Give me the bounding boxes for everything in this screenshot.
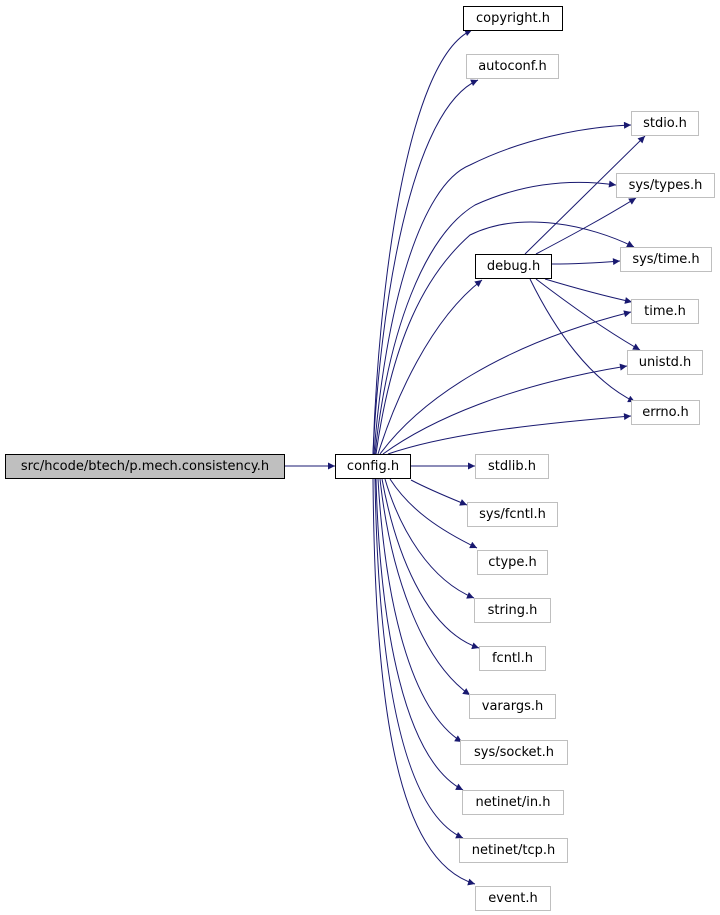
edge-config-to-debug xyxy=(377,279,483,455)
edge-debug-to-systime xyxy=(551,258,621,266)
node-stdio: stdio.h xyxy=(631,111,699,136)
edge-debug-to-time xyxy=(544,278,633,304)
edge-config-to-fcntl xyxy=(381,478,480,650)
node-ctype: ctype.h xyxy=(477,550,548,575)
node-syssocket: sys/socket.h xyxy=(460,740,568,765)
edge-debug-to-unistd xyxy=(535,278,641,351)
node-root: src/hcode/btech/p.mech.consistency.h xyxy=(5,454,285,479)
edge-config-to-autoconf xyxy=(372,79,479,455)
node-config[interactable]: config.h xyxy=(335,454,411,479)
node-fcntl: fcntl.h xyxy=(479,646,546,671)
node-unistd: unistd.h xyxy=(627,350,703,375)
edge-config-to-errno xyxy=(387,413,632,455)
edge-config-to-netinetin xyxy=(375,478,464,791)
node-systime: sys/time.h xyxy=(620,247,712,272)
node-errno: errno.h xyxy=(631,400,700,425)
node-autoconf: autoconf.h xyxy=(466,54,559,79)
node-stdlib: stdlib.h xyxy=(475,454,549,479)
edge-config-to-stdio xyxy=(373,121,632,455)
node-copyright[interactable]: copyright.h xyxy=(463,6,563,31)
edge-debug-to-stdio xyxy=(524,135,646,255)
node-varargs: varargs.h xyxy=(469,694,556,719)
edge-debug-to-systypes xyxy=(535,197,637,255)
edge-debug-to-errno xyxy=(529,278,636,403)
node-debug[interactable]: debug.h xyxy=(475,254,552,279)
edge-config-to-systypes xyxy=(374,180,617,455)
edge-config-to-varargs xyxy=(379,478,471,696)
node-string: string.h xyxy=(474,598,551,623)
node-time: time.h xyxy=(631,299,699,324)
edge-config-to-sysfcntl xyxy=(410,479,468,506)
edge-config-to-syssocket xyxy=(377,478,463,743)
node-netinettcp: netinet/tcp.h xyxy=(459,838,568,863)
edge-config-to-string xyxy=(384,478,475,599)
edge-config-to-copyright xyxy=(372,29,473,455)
node-netinetin: netinet/in.h xyxy=(462,790,564,815)
edge-config-to-unistd xyxy=(382,363,628,455)
edge-config-to-ctype xyxy=(389,478,478,549)
node-sysfcntl: sys/fcntl.h xyxy=(467,502,558,527)
edge-config-to-netinettcp xyxy=(374,478,464,839)
node-systypes: sys/types.h xyxy=(616,173,715,198)
node-event: event.h xyxy=(475,886,551,911)
edge-config-to-event xyxy=(372,478,476,886)
edge-config-to-time xyxy=(379,310,632,455)
